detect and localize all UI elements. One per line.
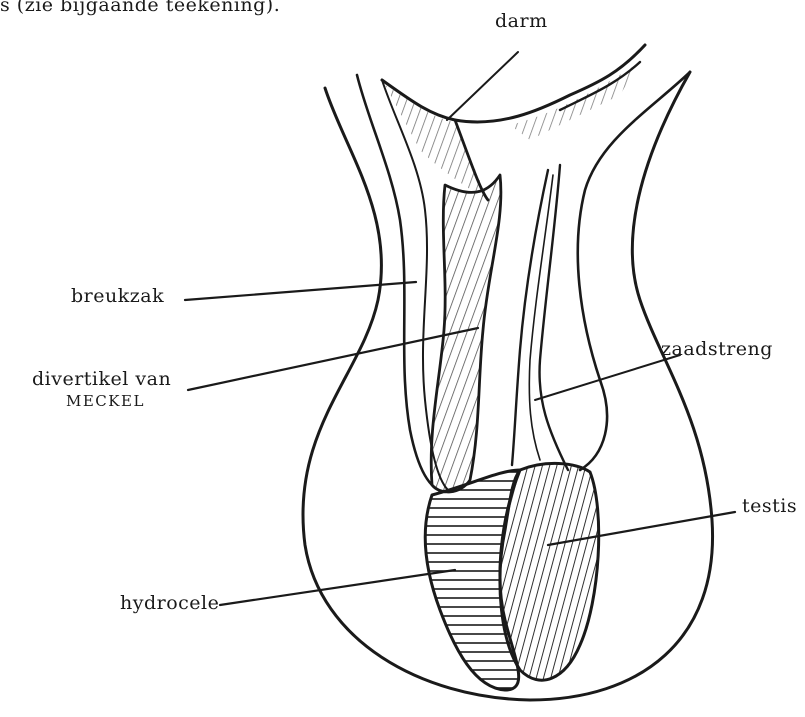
intestine-wall-hatching [385, 85, 488, 200]
label-divertikel: divertikel van [32, 370, 171, 389]
label-hydrocele: hydrocele [120, 594, 219, 613]
label-zaadstreng: zaadstreng [661, 340, 773, 359]
leader-hydrocele [220, 570, 455, 605]
leader-zaadstreng [535, 355, 680, 400]
label-testis: testis [742, 497, 797, 516]
meckel-diverticulum-hatching [431, 175, 501, 492]
leader-darm [447, 52, 518, 120]
leader-breukzak [185, 282, 416, 300]
intestine-right-hatching [510, 62, 640, 140]
leader-divertikel [188, 328, 478, 390]
spermatic-cord-left [512, 170, 548, 465]
spermatic-cord-right [540, 165, 568, 470]
label-meckel: MECKEL [66, 394, 145, 409]
label-breukzak: breukzak [71, 287, 164, 306]
label-darm: darm [495, 12, 548, 31]
testis-hatching [500, 463, 599, 680]
spermatic-cord-mid [529, 175, 553, 460]
